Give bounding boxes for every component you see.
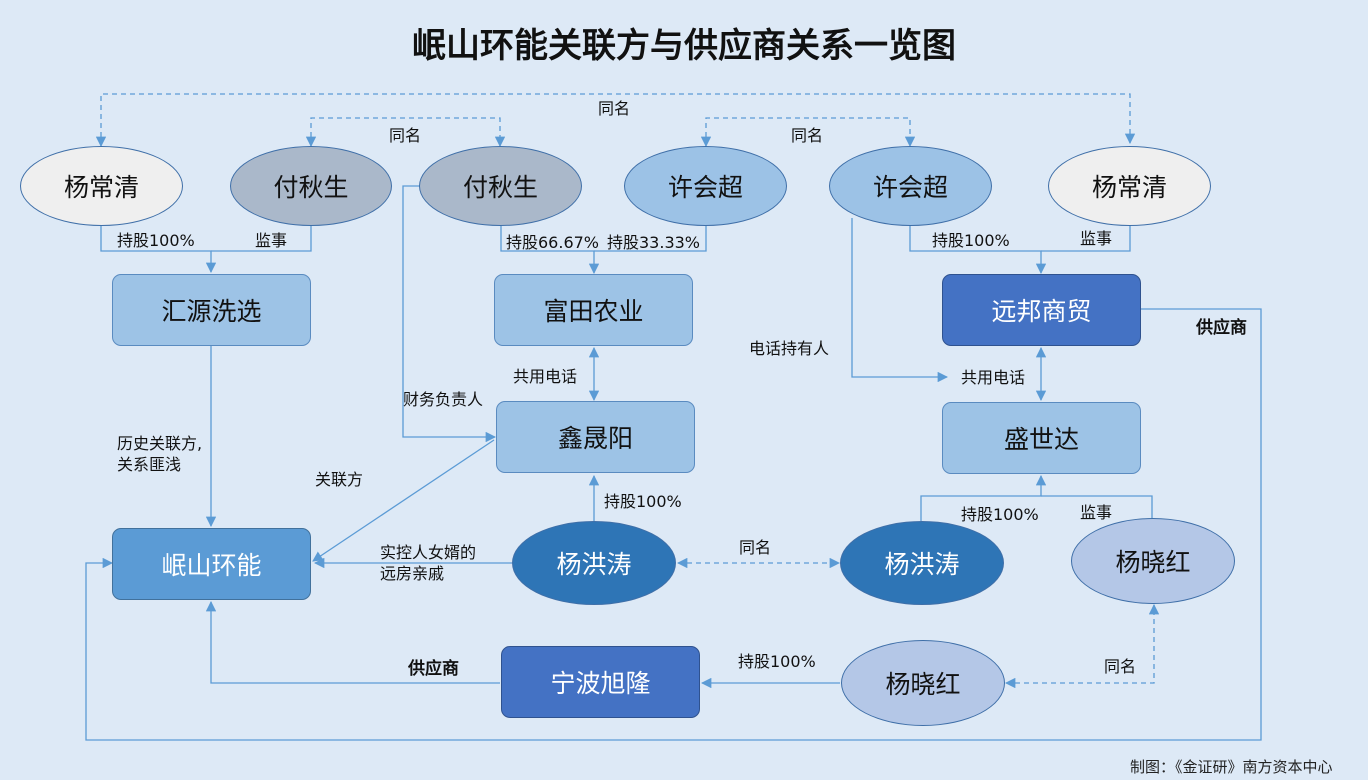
node-shengshida: 盛世达 xyxy=(942,402,1141,474)
label-hold-3333: 持股33.33% xyxy=(607,233,701,252)
supervisor-link-shengshida xyxy=(1041,495,1153,518)
label-supplier-bottom: 供应商 xyxy=(408,659,459,679)
hold-link-shengshida xyxy=(920,474,1047,521)
node-xinshengyang: 鑫晟阳 xyxy=(496,401,695,473)
node-fu-qiusheng-2: 付秋生 xyxy=(419,146,582,226)
label-supervisor-huiyuan: 监事 xyxy=(255,231,288,250)
label-hold-6667: 持股66.67% xyxy=(506,233,600,252)
hold-link-futian-1 xyxy=(500,226,600,275)
label-phone-holder: 电话持有人 xyxy=(749,339,830,358)
node-fu-qiusheng-1: 付秋生 xyxy=(230,146,392,226)
label-son-in-law: 实控人女婿的 远房亲戚 xyxy=(380,543,477,583)
node-yang-changqing-right: 杨常清 xyxy=(1048,146,1211,226)
supervisor-link-huiyuan xyxy=(211,226,312,252)
label-same-name-xu: 同名 xyxy=(791,126,824,145)
label-hold-100-yuanbang: 持股100% xyxy=(932,231,1010,250)
page-title: 岷山环能关联方与供应商关系一览图 xyxy=(412,26,956,66)
supplier-link-ningbo xyxy=(205,600,500,684)
node-ningbo: 宁波旭隆 xyxy=(501,646,700,718)
label-same-name-fu: 同名 xyxy=(389,126,422,145)
label-same-name-top: 同名 xyxy=(598,99,631,118)
same-name-link-fu-qiusheng xyxy=(305,117,506,148)
hold-link-huiyuan xyxy=(100,226,217,274)
label-hold-100-ningbo: 持股100% xyxy=(738,652,816,671)
label-finance-head: 财务负责人 xyxy=(403,390,484,409)
node-yang-changqing-left: 杨常清 xyxy=(20,146,183,226)
label-history-related: 历史关联方, 关系匪浅 xyxy=(117,434,203,474)
label-hold-100-xinshengyang: 持股100% xyxy=(604,492,682,511)
node-xu-huichao-2: 许会超 xyxy=(829,146,992,226)
finance-link xyxy=(402,185,497,443)
label-supplier-right: 供应商 xyxy=(1196,318,1247,338)
hold-link-futian-2 xyxy=(594,226,707,252)
supervisor-link-yuanbang xyxy=(1041,226,1131,252)
hold-link-yuanbang xyxy=(909,226,1047,275)
label-same-name-hongtao: 同名 xyxy=(739,538,772,557)
label-shared-phone-1: 共用电话 xyxy=(513,367,578,386)
node-xu-huichao-1: 许会超 xyxy=(624,146,787,226)
label-hold-100-huiyuan: 持股100% xyxy=(117,231,195,250)
node-yang-xiaohong-1: 杨晓红 xyxy=(1071,518,1235,604)
chart-credit: 制图：《金证研》南方资本中心 xyxy=(1130,758,1333,776)
node-futian: 富田农业 xyxy=(494,274,693,346)
node-yuanbang: 远邦商贸 xyxy=(942,274,1141,346)
label-supervisor-yuanbang: 监事 xyxy=(1080,229,1113,248)
node-yang-hongtao-2: 杨洪涛 xyxy=(840,521,1004,605)
label-related-party: 关联方 xyxy=(315,470,364,489)
same-name-link-xiaohong xyxy=(1004,603,1160,689)
node-yang-xiaohong-2: 杨晓红 xyxy=(841,640,1005,726)
label-shared-phone-2: 共用电话 xyxy=(961,368,1026,387)
related-party-link xyxy=(312,439,495,562)
label-supervisor-shengshida: 监事 xyxy=(1080,503,1113,522)
node-minshan: 岷山环能 xyxy=(112,528,311,600)
supplier-link-yuanbang xyxy=(85,308,1262,741)
node-huiyuan: 汇源洗选 xyxy=(112,274,311,346)
label-same-name-xiaohong: 同名 xyxy=(1104,657,1137,676)
label-hold-100-shengshida: 持股100% xyxy=(961,505,1039,524)
phone-holder-link xyxy=(851,218,949,383)
node-yang-hongtao-1: 杨洪涛 xyxy=(512,521,676,605)
same-name-link-xu-huichao xyxy=(700,117,916,148)
